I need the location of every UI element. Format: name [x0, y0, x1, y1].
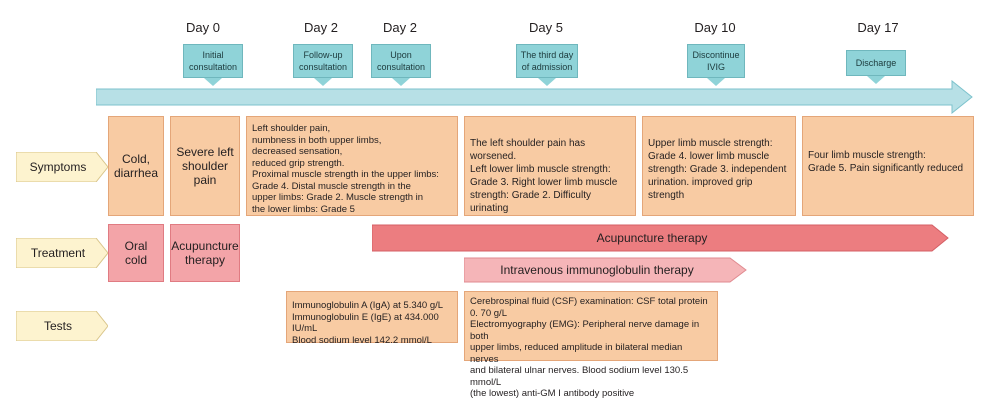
marker-tip: [867, 76, 885, 84]
marker-tip: [538, 78, 556, 86]
marker-discharge: Discharge: [846, 50, 906, 76]
day-label-5: Day 17: [857, 20, 899, 35]
symptom-box-day0-cold: Cold, diarrhea: [108, 116, 164, 216]
row-tag-label: Symptoms: [29, 160, 87, 174]
test-box-day5: Cerebrospinal fluid (CSF) examination: C…: [464, 291, 718, 399]
marker-tip: [204, 78, 222, 86]
ivig-therapy-label: Intravenous immunoglobulin therapy: [500, 263, 694, 277]
timeline-arrow: [96, 80, 973, 114]
marker-follow-up-consultation: Follow-up consultation: [293, 44, 353, 78]
marker-discontinue-ivig: Discontinue IVIG: [687, 44, 745, 78]
day-label-4: Day 10: [694, 20, 736, 35]
treatment-box-acupuncture: Acupuncture therapy: [170, 224, 240, 282]
day-label-1: Day 2: [304, 20, 338, 35]
symptom-box-day0-shoulder: Severe left shoulder pain: [170, 116, 240, 216]
row-tag-tests: Tests: [16, 311, 108, 341]
acupuncture-therapy-bar: [372, 224, 949, 252]
marker-upon-consultation: Upon consultation: [371, 44, 431, 78]
marker-tip: [707, 78, 725, 86]
row-tag-label: Tests: [43, 319, 72, 333]
symptom-box-day10: Upper limb muscle strength: Grade 4. low…: [642, 116, 796, 216]
marker-third-day-admission: The third day of admission: [516, 44, 578, 78]
marker-initial-consultation: Initial consultation: [183, 44, 243, 78]
day-label-3: Day 5: [529, 20, 563, 35]
treatment-box-oral-cold: Oral cold: [108, 224, 164, 282]
test-box-day2: Immunoglobulin A (IgA) at 5.340 g/L Immu…: [286, 291, 458, 346]
symptom-box-day2: Left shoulder pain, numbness in both upp…: [246, 116, 458, 216]
acupuncture-therapy-label: Acupuncture therapy: [596, 231, 708, 245]
row-tag-label: Treatment: [30, 246, 86, 260]
marker-tip: [314, 78, 332, 86]
ivig-therapy-bar: [464, 257, 747, 283]
day-label-2: Day 2: [383, 20, 417, 35]
symptom-box-day5: The left shoulder pain has worsened. Lef…: [464, 116, 636, 216]
row-tag-symptoms: Symptoms: [16, 152, 108, 182]
day-label-0: Day 0: [186, 20, 220, 35]
row-tag-treatment: Treatment: [16, 238, 108, 268]
symptom-box-day17: Four limb muscle strength: Grade 5. Pain…: [802, 116, 974, 216]
marker-tip: [392, 78, 410, 86]
